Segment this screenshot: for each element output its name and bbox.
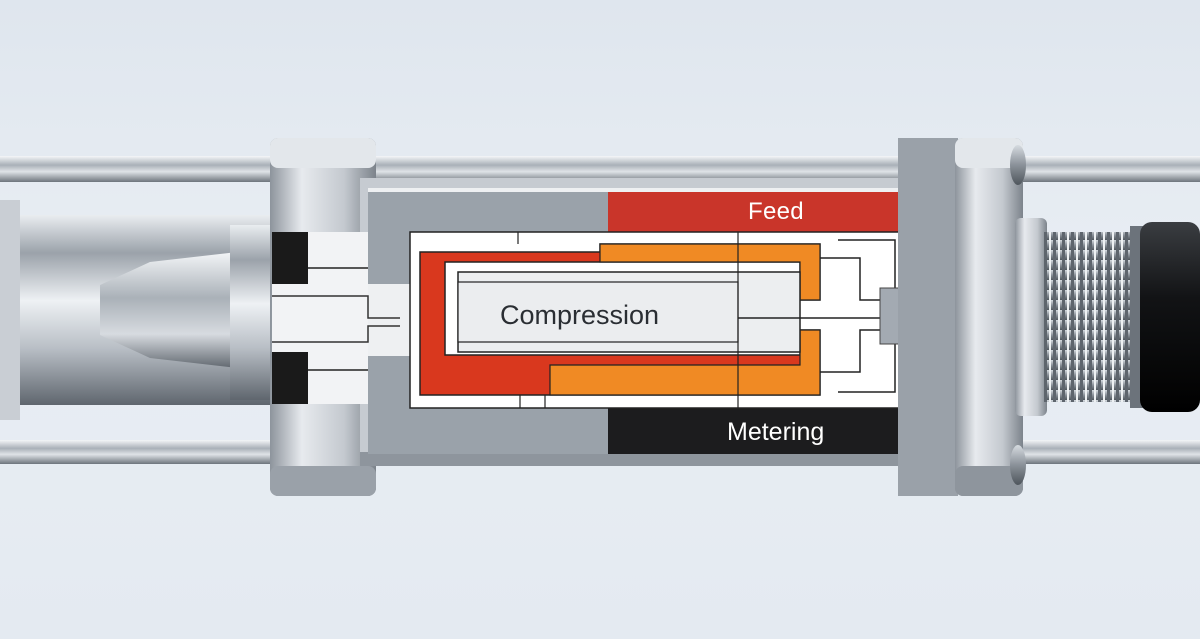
end-cap: [1140, 222, 1200, 412]
inlet-section: [272, 232, 400, 404]
metering-zone-label: Metering: [727, 418, 825, 446]
compression-zone-label: Compression: [500, 300, 660, 330]
mounting-bolt-icon: [1010, 145, 1026, 485]
flow-channels: [409, 231, 916, 409]
nozzle-icon: [100, 225, 275, 400]
threaded-fitting-icon: [1015, 218, 1148, 416]
feed-zone-label: Feed: [748, 198, 804, 225]
right-collar: [898, 138, 1023, 496]
